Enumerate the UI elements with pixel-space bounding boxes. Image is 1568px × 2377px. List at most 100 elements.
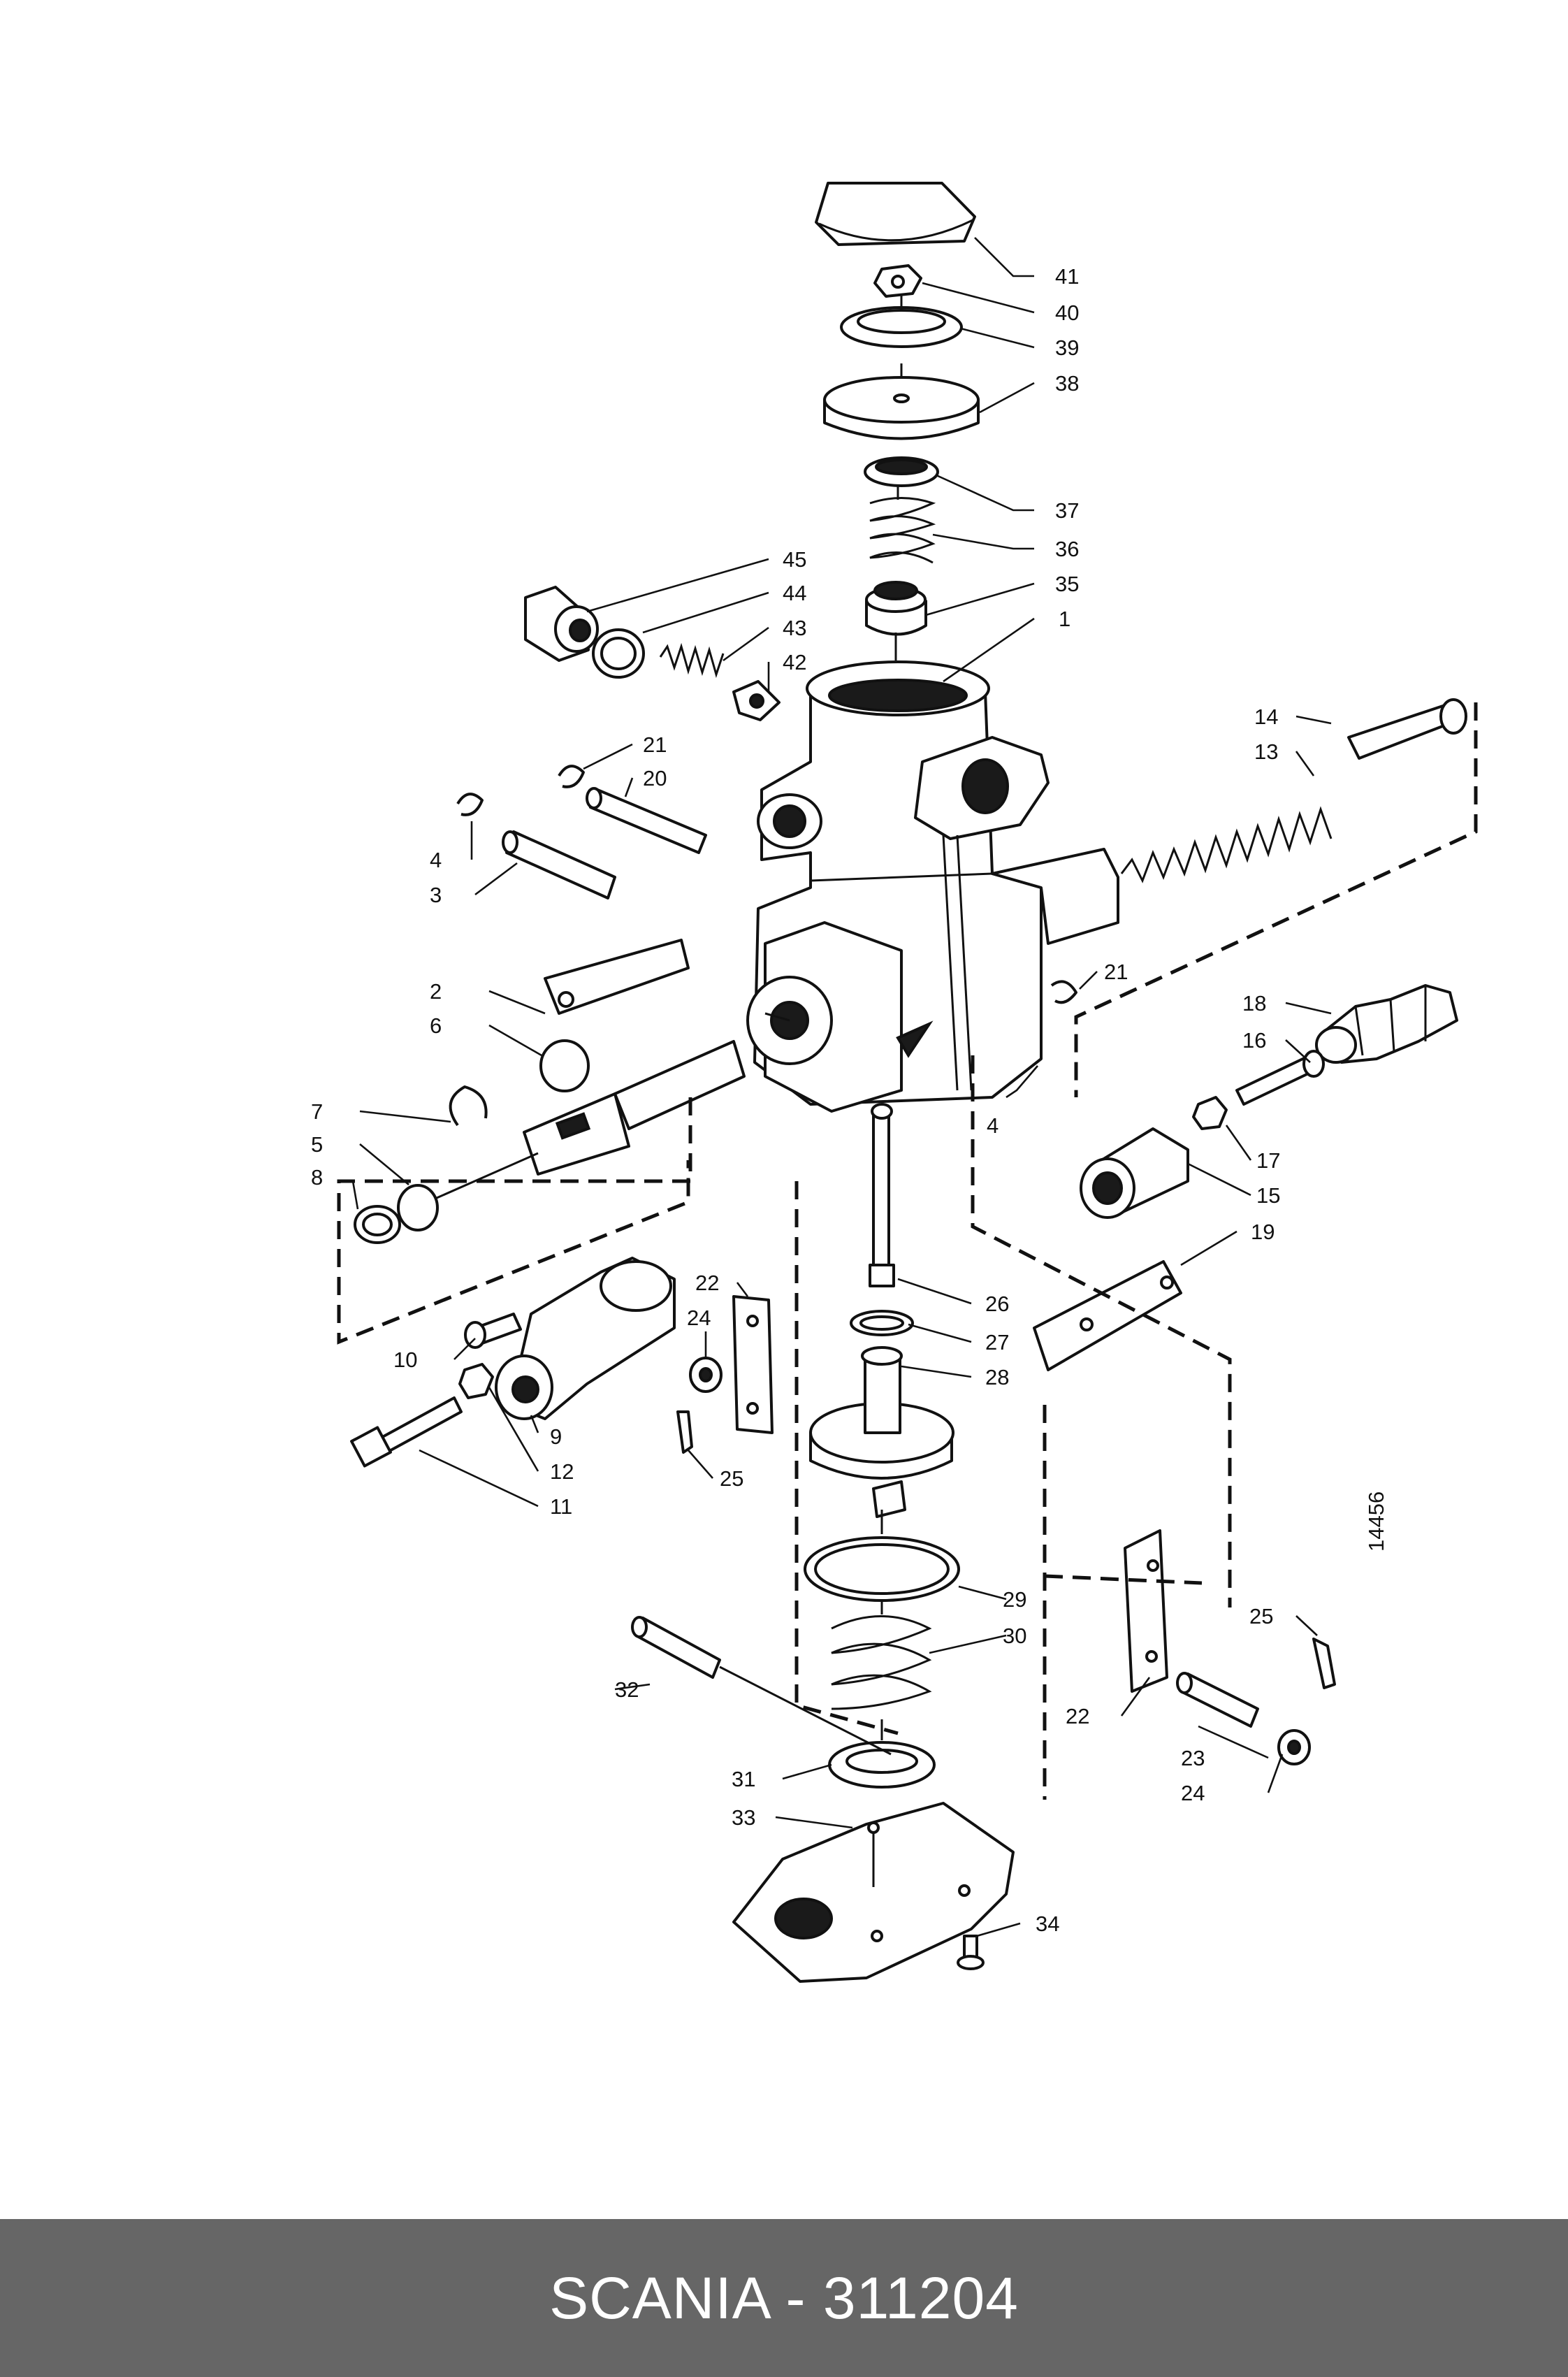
washer-part bbox=[689, 1357, 723, 1393]
callout-labels: 41 40 39 38 37 36 35 1 45 44 43 42 21 20… bbox=[311, 264, 1280, 1936]
long-spring-part bbox=[1120, 806, 1333, 883]
pin-part bbox=[1176, 1672, 1259, 1728]
callout-label: 8 bbox=[311, 1165, 323, 1190]
callout-label: 22 bbox=[1066, 1704, 1089, 1728]
callout-label: 40 bbox=[1055, 301, 1079, 325]
callout-label: 25 bbox=[720, 1466, 743, 1491]
return-spring-part bbox=[831, 1615, 932, 1710]
valve-cup-part bbox=[864, 456, 939, 487]
large-o-ring-part bbox=[804, 1536, 960, 1602]
circlip-part bbox=[456, 793, 484, 816]
callout-label: 33 bbox=[732, 1805, 755, 1830]
callout-label: 21 bbox=[643, 732, 667, 757]
rubber-bellows-part bbox=[1315, 984, 1458, 1064]
callout-label: 18 bbox=[1242, 991, 1266, 1016]
callout-label: 5 bbox=[311, 1132, 323, 1157]
part-number-caption: SCANIA - 311204 bbox=[549, 2264, 1019, 2331]
callout-label: 11 bbox=[550, 1494, 572, 1519]
callout-label: 28 bbox=[985, 1365, 1009, 1389]
callout-label: 38 bbox=[1055, 371, 1079, 396]
callout-label: 24 bbox=[1181, 1781, 1205, 1805]
assembly-dashed-lines bbox=[337, 702, 1478, 1800]
callout-label: 4 bbox=[987, 1113, 999, 1138]
callout-label: 41 bbox=[1055, 264, 1079, 289]
callout-label: 9 bbox=[550, 1424, 562, 1449]
callout-label: 7 bbox=[311, 1099, 323, 1124]
pin-part bbox=[586, 787, 707, 854]
long-bolt-part bbox=[1347, 698, 1467, 760]
callout-label: 37 bbox=[1055, 498, 1079, 523]
callout-label: 43 bbox=[783, 616, 806, 640]
link-plate-part bbox=[1124, 1529, 1168, 1693]
o-ring-part bbox=[592, 628, 645, 679]
sleeve-part bbox=[397, 1184, 439, 1231]
callout-label: 10 bbox=[393, 1348, 417, 1372]
shaft-part bbox=[419, 1040, 746, 1207]
callout-label: 3 bbox=[430, 883, 442, 907]
o-ring-part bbox=[850, 1310, 914, 1336]
callout-label: 35 bbox=[1055, 572, 1079, 596]
lever-arm-part bbox=[544, 939, 690, 1015]
long-bolt-part bbox=[350, 1396, 463, 1468]
hex-nut-part bbox=[873, 264, 922, 298]
pin-part bbox=[631, 1616, 721, 1679]
circlip-part bbox=[1050, 980, 1077, 1004]
callout-label: 29 bbox=[1003, 1587, 1026, 1612]
lever-housing-part bbox=[495, 1257, 676, 1420]
callout-label: 27 bbox=[985, 1330, 1009, 1354]
callout-label: 15 bbox=[1256, 1183, 1280, 1208]
callout-label: 16 bbox=[1242, 1028, 1266, 1053]
footer-bar: SCANIA - 311204 bbox=[0, 2219, 1568, 2377]
valve-piston-part bbox=[865, 581, 927, 636]
callout-label: 21 bbox=[1104, 960, 1128, 984]
cap-nut-part bbox=[815, 182, 976, 246]
cotter-pin-part bbox=[676, 1410, 693, 1454]
callout-label: 39 bbox=[1055, 335, 1079, 360]
spring-seat-plate-part bbox=[823, 376, 980, 440]
callout-label: 22 bbox=[695, 1271, 719, 1295]
push-rod-part bbox=[869, 1103, 895, 1287]
callout-label: 4 bbox=[430, 848, 442, 872]
valve-spring-part bbox=[869, 497, 936, 564]
callout-label: 12 bbox=[550, 1459, 574, 1484]
callout-label: 36 bbox=[1055, 537, 1079, 561]
callout-label: 6 bbox=[430, 1013, 442, 1038]
screw-part bbox=[957, 1935, 985, 1970]
callout-label: 14 bbox=[1254, 705, 1278, 729]
plug-disc-part bbox=[539, 1039, 590, 1092]
small-spring-part bbox=[659, 642, 725, 679]
nut-part bbox=[1192, 1096, 1228, 1130]
callout-label: 24 bbox=[687, 1306, 711, 1330]
bolt-part bbox=[1235, 1050, 1325, 1106]
plug-part bbox=[524, 586, 599, 662]
callout-label: 2 bbox=[430, 979, 442, 1004]
callout-label: 20 bbox=[643, 766, 667, 790]
retainer-ring-part bbox=[840, 306, 963, 348]
threaded-adapter-part bbox=[1080, 1127, 1189, 1219]
callout-label: 34 bbox=[1036, 1912, 1059, 1936]
callout-leaders bbox=[351, 237, 1332, 1937]
long-pin-part bbox=[502, 830, 616, 899]
callout-label: 19 bbox=[1251, 1220, 1275, 1244]
circlip-part bbox=[449, 1085, 488, 1127]
washer-part bbox=[1277, 1729, 1311, 1765]
callout-label: 1 bbox=[1059, 607, 1070, 631]
cotter-pin-part bbox=[1312, 1638, 1336, 1689]
callout-label: 25 bbox=[1249, 1604, 1273, 1628]
axis-lines bbox=[719, 294, 903, 1887]
nut-part bbox=[458, 1363, 494, 1399]
callout-label: 44 bbox=[783, 581, 806, 605]
callout-label: 26 bbox=[985, 1292, 1009, 1316]
lever-link-part bbox=[1033, 1260, 1182, 1371]
exploded-parts-diagram: 41 40 39 38 37 36 35 1 45 44 43 42 21 20… bbox=[311, 182, 1478, 1983]
valve-body-part bbox=[746, 660, 1119, 1113]
screw-part bbox=[464, 1313, 522, 1349]
o-ring-part bbox=[354, 1205, 401, 1244]
callout-label: 42 bbox=[783, 650, 806, 674]
callout-label: 30 bbox=[1003, 1624, 1026, 1648]
link-plate-part bbox=[732, 1295, 774, 1434]
drawing-number: 14456 bbox=[1364, 1491, 1388, 1552]
callout-label: 13 bbox=[1254, 739, 1278, 764]
callout-label: 45 bbox=[783, 547, 806, 572]
callout-label: 31 bbox=[732, 1767, 755, 1791]
